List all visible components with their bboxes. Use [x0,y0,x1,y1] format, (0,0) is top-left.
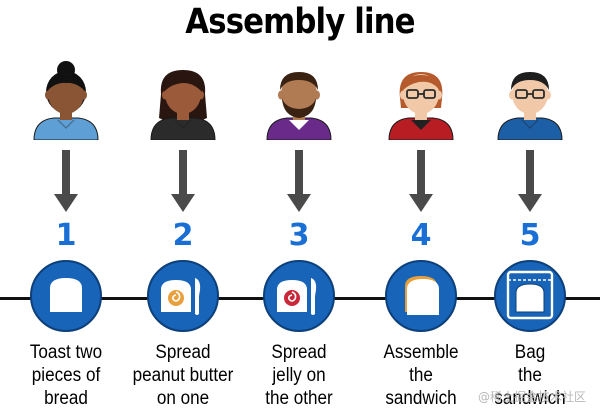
step-label-line: Bag [514,342,546,363]
worker-avatar-5 [480,58,580,141]
worker-avatar-3 [249,58,349,141]
step-label-line: on one [156,388,210,409]
worker-avatar-4 [371,58,471,141]
worker-avatar-1 [16,58,116,141]
worker-avatar-2 [133,58,233,141]
down-arrow-icon [54,150,78,214]
assembled-sandwich-icon [383,258,459,334]
step-number: 4 [410,218,432,253]
step-number: 2 [172,218,194,253]
down-arrow-icon [171,150,195,214]
down-arrow-icon [518,150,542,214]
step-number: 5 [519,218,541,253]
jelly-bread-icon [261,258,337,334]
step-label-line: sandwich [385,388,457,409]
step-label-line: the [409,365,433,386]
step-label-line: Spread [155,342,211,363]
peanut-butter-bread-icon [145,258,221,334]
down-arrow-icon [287,150,311,214]
toast-bread-icon [28,258,104,334]
step-label-line: Assemble [383,342,459,363]
step-number: 3 [288,218,310,253]
diagram-title: Assembly line [185,2,415,42]
bagged-sandwich-icon [492,258,568,334]
watermark: @稀土掘金技术社区 [478,390,587,404]
step-label-line: Toast two [29,342,103,363]
step-label-line: the [518,365,542,386]
down-arrow-icon [409,150,433,214]
step-label-line: the other [265,388,333,409]
step-label-line: sandwich [494,388,566,409]
step-number: 1 [55,218,77,253]
step-label-line: Spread [271,342,327,363]
step-label-line: pieces of [31,365,101,386]
step-label-line: peanut butter [132,365,234,386]
step-label-line: bread [44,388,88,409]
step-label-line: jelly on [272,365,326,386]
